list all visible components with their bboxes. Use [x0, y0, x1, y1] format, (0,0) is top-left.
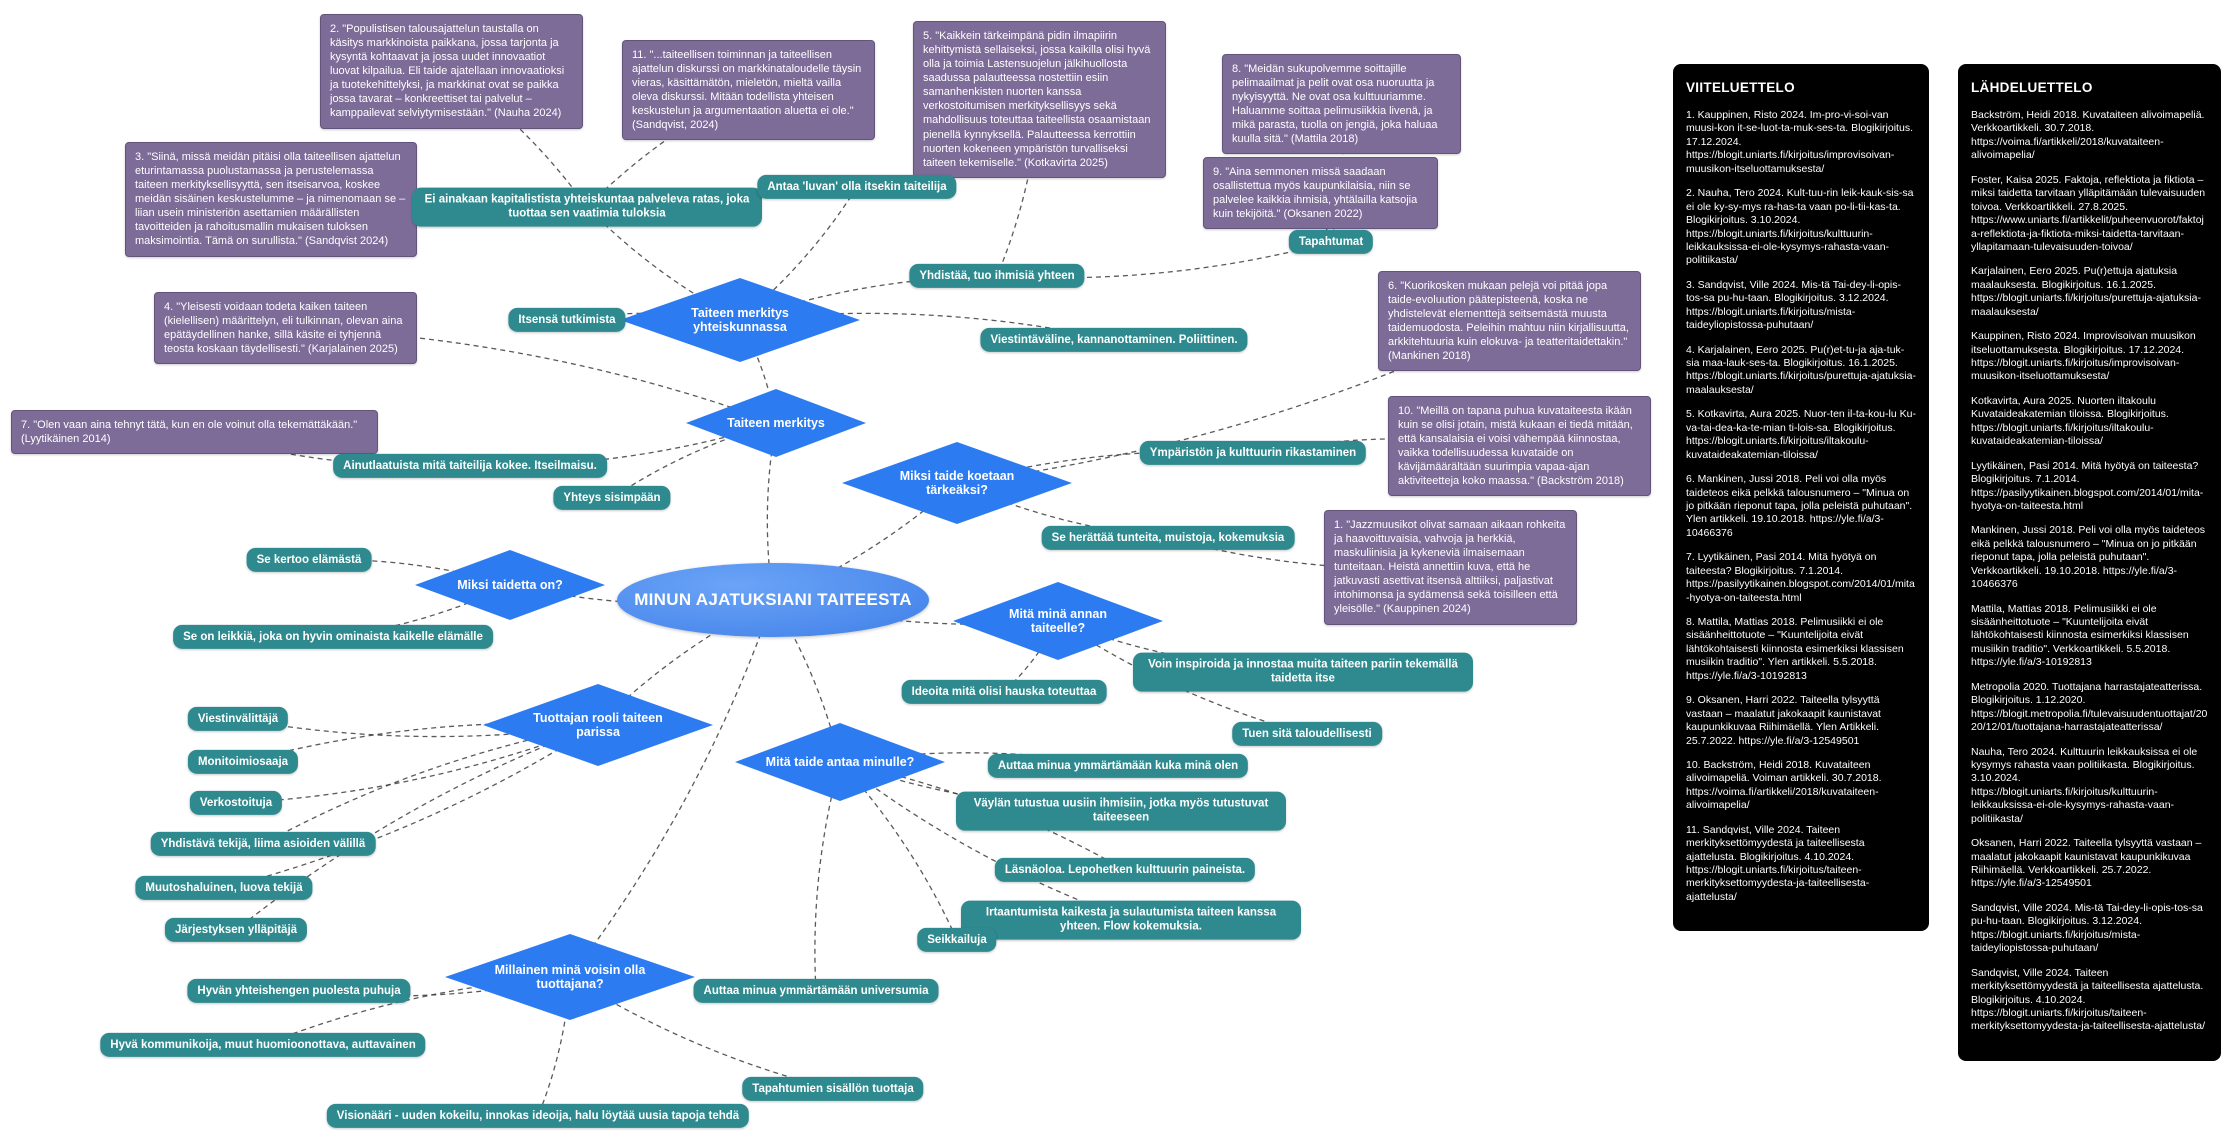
reference-entry: Foster, Kaisa 2025. Faktoja, reflektiota…: [1971, 173, 2206, 253]
quote-card-q1[interactable]: 1. "Jazzmuusikot olivat samaan aikaan ro…: [1324, 510, 1577, 625]
note-node-t-viestinvalittaja[interactable]: Viestinvälittäjä: [187, 706, 289, 732]
edge-t-yhdistaa--t-tapahtumat: [996, 241, 1332, 279]
note-node-t-ymparisto[interactable]: Ympäristön ja kulttuurin rikastaminen: [1139, 440, 1367, 466]
topic-label: Taiteen merkitys yhteiskunnassa: [691, 305, 789, 334]
panel-lahdeluettelo[interactable]: LÄHDELUETTELO Backström, Heidi 2018. Kuva…: [1958, 64, 2221, 1061]
quote-card-q10[interactable]: 10. "Meillä on tapana puhua kuvataiteest…: [1388, 396, 1651, 497]
quote-card-q5[interactable]: 5. "Kaikkein tärkeimpänä pidin ilmapiiri…: [913, 21, 1166, 178]
edge-q4--d-merkitys: [285, 327, 777, 424]
quote-card-q4[interactable]: 4. "Yleisesti voidaan todeta kaiken tait…: [154, 292, 417, 365]
panel-title: VIITELUETTELO: [1686, 80, 1795, 95]
reference-entry: 6. Mankinen, Jussi 2018. Peli voi olla m…: [1686, 473, 1913, 539]
central-topic-label: MINUN AJATUKSIANI TAITEESTA: [634, 590, 912, 609]
note-node-t-leikkia[interactable]: Se on leikkiä, joka on hyvin ominaista k…: [173, 624, 493, 650]
reference-entry: Kauppinen, Risto 2024. Improvisoivan muu…: [1971, 330, 2196, 383]
edge-d-miksi--t-kertoo: [308, 558, 511, 586]
note-node-t-viestintavaline[interactable]: Viestintäväline, kannanottaminen. Poliit…: [980, 327, 1248, 353]
topic-label: Millainen minä voisin olla tuottajana?: [494, 962, 646, 991]
topic-label: Mitä taide antaa minulle?: [765, 754, 915, 769]
note-node-t-herattaa[interactable]: Se herättää tunteita, muistoja, kokemuks…: [1041, 525, 1295, 551]
reference-entry: Backström, Heidi 2018. Kuvataiteen alivo…: [1971, 109, 2205, 162]
note-node-t-verkostoituja[interactable]: Verkostoituja: [189, 790, 283, 816]
edge-d-antaa--t-irtaantumista: [839, 761, 1132, 921]
note-node-t-tapahtumien[interactable]: Tapahtumien sisällön tuottaja: [742, 1076, 924, 1102]
edge-central--d-millainen: [569, 599, 774, 978]
quote-card-q9[interactable]: 9. "Aina semmonen missä saadaan osallist…: [1203, 157, 1438, 230]
quote-card-q6[interactable]: 6. "Kuorikosken mukaan pelejä voi pitää …: [1378, 271, 1641, 372]
reference-entry: 11. Sandqvist, Ville 2024. Taiteen merki…: [1686, 823, 1870, 903]
quote-card-q3[interactable]: 3. "Siinä, missä meidän pitäisi olla tai…: [125, 142, 417, 257]
topic-label: Miksi taide koetaan tärkeäksi?: [899, 468, 1015, 497]
reference-entry: Metropolia 2020. Tuottajana harrastajate…: [1971, 680, 2208, 734]
quote-card-q8[interactable]: 8. "Meidän sukupolvemme soittajille peli…: [1222, 54, 1461, 155]
note-node-t-tapahtumat[interactable]: Tapahtumat: [1288, 229, 1374, 255]
edge-d-millainen--t-visionaari: [537, 976, 571, 1117]
note-node-t-auttaa-universumia[interactable]: Auttaa minua ymmärtämään universumia: [693, 978, 939, 1004]
note-node-t-ainutlaatuista[interactable]: Ainutlaatuista mitä taiteilija kokee. It…: [333, 453, 607, 479]
note-node-t-itsensa[interactable]: Itsensä tutkimista: [508, 307, 626, 333]
reference-entry: 5. Kotkavirta, Aura 2025. Nuor-ten il-ta…: [1686, 408, 1916, 461]
note-node-t-ratas[interactable]: Ei ainakaan kapitalistista yhteiskuntaa …: [412, 187, 762, 227]
note-node-t-visionaari[interactable]: Visionääri - uuden kokeilu, innokas ideo…: [326, 1103, 750, 1129]
reference-entry: Sandqvist, Ville 2024. Mis-tä Tai-dey-li…: [1971, 901, 2203, 955]
topic-label: Miksi taidetta on?: [457, 577, 563, 592]
panel-title: LÄHDELUETTELO: [1971, 80, 2093, 95]
note-node-t-jarjestyksen[interactable]: Järjestyksen ylläpitäjä: [164, 917, 308, 943]
reference-entry: Lyytikäinen, Pasi 2014. Mitä hyötyä on t…: [1971, 459, 2204, 512]
topic-label: Mitä minä annan taiteelle?: [1009, 606, 1107, 635]
reference-entry: 7. Lyytikäinen, Pasi 2014. Mitä hyötyä o…: [1686, 551, 1915, 604]
reference-entry: 2. Nauha, Tero 2024. Kult-tuu-rin leik-k…: [1686, 187, 1914, 267]
panel-viiteluettelo[interactable]: VIITELUETTELO 1. Kauppinen, Risto 2024. I…: [1673, 64, 1929, 932]
note-node-t-ideoita[interactable]: Ideoita mitä olisi hauska toteuttaa: [901, 679, 1107, 705]
note-node-t-muutoshaluinen[interactable]: Muutoshaluinen, luova tekijä: [135, 875, 313, 901]
note-node-t-yhdistava[interactable]: Yhdistävä tekijä, liima asioiden välillä: [150, 831, 376, 857]
note-node-t-hyva-komm[interactable]: Hyvä kommunikoija, muut huomioonottava, …: [100, 1032, 426, 1058]
reference-entry: Mattila, Mattias 2018. Pelimusiikki ei o…: [1971, 602, 2189, 669]
reference-entry: 4. Karjalainen, Eero 2025. Pu(r)et-tu-ja…: [1686, 343, 1916, 396]
reference-entry: 9. Oksanen, Harri 2022. Taiteella tylsyy…: [1686, 694, 1881, 747]
edge-d-millainen--t-hyva-komm: [262, 976, 571, 1046]
note-node-t-seikkailuja[interactable]: Seikkailuja: [917, 927, 997, 953]
reference-entry: Sandqvist, Ville 2024. Taiteen merkityks…: [1971, 966, 2206, 1033]
note-node-t-yhteys[interactable]: Yhteys sisimpään: [553, 485, 671, 511]
quote-card-q2[interactable]: 2. "Populistisen talousajattelun taustal…: [320, 14, 583, 129]
note-node-t-monitoimiosaaja[interactable]: Monitoimiosaaja: [187, 749, 299, 775]
reference-entry: 3. Sandqvist, Ville 2024. Mis-tä Tai-dey…: [1686, 278, 1901, 332]
reference-entry: Mankinen, Jussi 2018. Peli voi olla myös…: [1971, 524, 2206, 591]
reference-entry: 8. Mattila, Mattias 2018. Pelimusiikki e…: [1686, 616, 1904, 682]
note-node-t-inspiroida[interactable]: Voin inspiroida ja innostaa muita taitee…: [1133, 652, 1473, 692]
quote-card-q7[interactable]: 7. "Olen vaan aina tehnyt tätä, kun en o…: [11, 410, 378, 455]
central-topic-node[interactable]: MINUN AJATUKSIANI TAITEESTA: [617, 563, 929, 637]
reference-entry: Kotkavirta, Aura 2025. Nuorten iltakoulu…: [1971, 394, 2169, 448]
reference-entry: 1. Kauppinen, Risto 2024. Im-pro-vi-soi-…: [1686, 109, 1913, 175]
note-node-t-yhdistaa[interactable]: Yhdistää, tuo ihmisiä yhteen: [909, 263, 1085, 289]
quote-card-q11[interactable]: 11. "...taiteellisen toiminnan ja taitee…: [622, 40, 875, 141]
edge-d-tuottajan--t-muutoshaluinen: [223, 724, 599, 889]
note-node-t-luvan[interactable]: Antaa 'luvan' olla itsekin taiteilija: [757, 174, 957, 200]
note-node-t-vaylan[interactable]: Väylän tutustua uusiin ihmisiin, jotka m…: [956, 791, 1286, 831]
reference-entry: Nauha, Tero 2024. Kulttuurin leikkauksis…: [1971, 745, 2198, 825]
note-node-t-irtaantumista[interactable]: Irtaantumista kaikesta ja sulautumista t…: [961, 900, 1301, 940]
note-node-t-lasnaoloa[interactable]: Läsnäoloa. Lepohetken kulttuurin paineis…: [994, 857, 1256, 883]
reference-entry: 10. Backström, Heidi 2018. Kuvataiteen a…: [1686, 758, 1882, 812]
topic-label: Taiteen merkitys: [727, 415, 825, 430]
topic-label: Tuottajan rooli taiteen parissa: [533, 710, 663, 739]
note-node-t-auttaa-kuka[interactable]: Auttaa minua ymmärtämään kuka minä olen: [987, 753, 1249, 779]
note-node-t-hyvan[interactable]: Hyvän yhteishengen puolesta puhuja: [187, 978, 411, 1004]
note-node-t-tuen[interactable]: Tuen sitä taloudellisesti: [1232, 721, 1382, 747]
note-node-t-kertoo[interactable]: Se kertoo elämästä: [246, 547, 372, 573]
reference-entry: Karjalainen, Eero 2025. Pu(r)ettuja ajat…: [1971, 265, 2201, 318]
reference-entry: Oksanen, Harri 2022. Taiteella tylsyyttä…: [1971, 837, 2202, 890]
